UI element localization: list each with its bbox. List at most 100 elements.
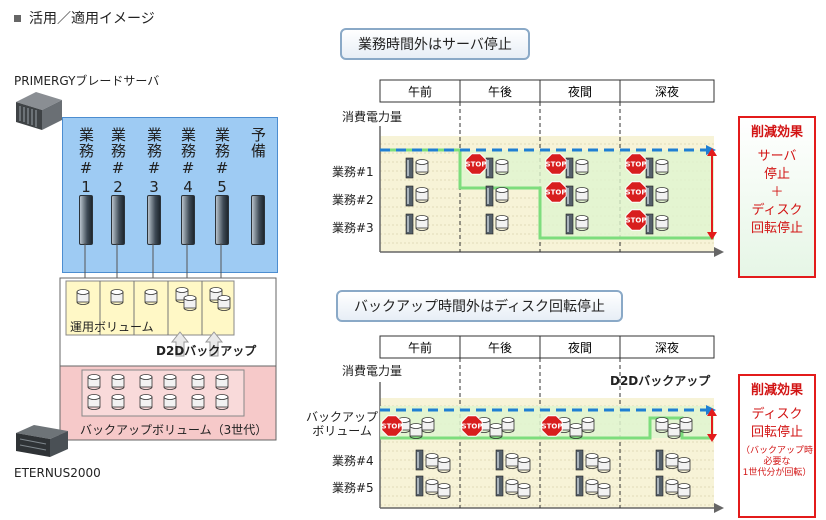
slot-label-3: 業務#3: [145, 127, 163, 197]
server-icon: [405, 157, 414, 179]
top-row-label: 業務#1: [332, 165, 374, 179]
effect-line: 回転停止: [750, 221, 803, 236]
svg-text:STOP: STOP: [542, 423, 563, 431]
disk-icon: [183, 295, 197, 311]
effect-line: サーバ: [757, 149, 797, 164]
stop-sign-icon: STOP: [381, 415, 403, 437]
disk-icon: [139, 374, 153, 390]
disk-icon: [495, 215, 509, 231]
svg-text:STOP: STOP: [626, 189, 647, 197]
disk-icon: [110, 289, 124, 305]
server-icon: [415, 475, 424, 497]
server-icon: [485, 185, 494, 207]
disk-icon: [191, 374, 205, 390]
slot-label-spare: 予備: [249, 127, 267, 159]
effect-note: 1世代分が回転）: [742, 468, 812, 478]
period-label: 深夜: [655, 340, 679, 355]
server-icon: [405, 185, 414, 207]
disk-icon: [415, 187, 429, 203]
disk-icon: [667, 423, 681, 439]
slot-label-4: 業務#4: [179, 127, 197, 197]
server-icon: [565, 185, 574, 207]
storage-diagram: [59, 243, 277, 441]
disk-icon: [495, 159, 509, 175]
effect-note: （バックアップ時: [740, 446, 813, 456]
disk-icon: [163, 394, 177, 410]
server-icon: [565, 157, 574, 179]
bottom-row-label: 業務#4: [332, 454, 374, 468]
disk-icon: [517, 483, 531, 499]
server-icon: [415, 449, 424, 471]
x-axis-arrow: [714, 503, 724, 513]
disk-icon: [575, 187, 589, 203]
disk-icon: [597, 457, 611, 473]
disk-icon: [76, 289, 90, 305]
disk-icon: [217, 295, 231, 311]
disk-icon: [677, 457, 691, 473]
blade-icon: [147, 195, 161, 245]
effect-line: ディスク: [751, 203, 803, 218]
disk-icon: [144, 289, 158, 305]
period-label: 深夜: [655, 84, 679, 99]
disk-icon: [585, 453, 599, 469]
disk-icon: [415, 215, 429, 231]
server-icon: [645, 213, 654, 235]
server-icon: [485, 157, 494, 179]
bottom-effect-box: 削減効果 ディスク 回転停止 （バックアップ時 必要な 1世代分が回転）: [738, 374, 816, 518]
bottom-d2d-label: D2Dバックアップ: [610, 374, 711, 388]
stop-sign-icon: STOP: [461, 415, 483, 437]
server-icon: [645, 185, 654, 207]
server-icon: [575, 475, 584, 497]
effect-line: 回転停止: [750, 425, 803, 440]
period-label: 午後: [488, 341, 512, 355]
disk-icon: [581, 417, 595, 433]
disk-icon: [111, 394, 125, 410]
blade-icon: [111, 195, 125, 245]
disk-icon: [415, 159, 429, 175]
stop-sign-icon: STOP: [545, 153, 567, 175]
svg-text:STOP: STOP: [546, 161, 567, 169]
disk-icon: [139, 394, 153, 410]
x-axis-arrow: [714, 247, 724, 257]
period-header: 午前 午後 夜間 深夜: [379, 335, 715, 359]
disk-icon: [421, 417, 435, 433]
slot-label-5: 業務#5: [213, 127, 231, 197]
server-icon: [405, 213, 414, 235]
disk-icon: [505, 453, 519, 469]
disk-icon: [665, 453, 679, 469]
blade-icon: [251, 195, 265, 245]
disk-icon: [495, 187, 509, 203]
svg-text:STOP: STOP: [626, 217, 647, 225]
disk-icon: [87, 374, 101, 390]
blade-icon: [181, 195, 195, 245]
disk-icon: [677, 483, 691, 499]
bullet-square-icon: [14, 14, 21, 22]
svg-text:STOP: STOP: [546, 189, 567, 197]
disk-icon: [111, 374, 125, 390]
svg-text:STOP: STOP: [462, 423, 483, 431]
d2d-backup-label: D2Dバックアップ: [156, 344, 257, 358]
ops-volume-label: 運用ボリューム: [70, 320, 154, 334]
svg-text:STOP: STOP: [626, 161, 647, 169]
disk-icon: [505, 479, 519, 495]
server-icon: [655, 475, 664, 497]
disk-icon: [437, 483, 451, 499]
top-row-label: 業務#2: [332, 193, 374, 207]
bottom-chart-title: バックアップ時間外はディスク回転停止: [336, 290, 624, 322]
effect-head: 削減効果: [750, 125, 803, 140]
period-label: 夜間: [568, 340, 592, 355]
storage-unit-icon: [16, 425, 68, 457]
effect-line: ディスク: [751, 407, 803, 422]
period-label: 午前: [408, 340, 432, 355]
top-row-label: 業務#3: [332, 221, 374, 235]
blade-chassis-icon: [16, 92, 62, 130]
disk-icon: [665, 479, 679, 495]
period-label: 午後: [488, 85, 512, 99]
server-icon: [565, 213, 574, 235]
period-label: 午前: [408, 84, 432, 99]
stop-sign-icon: STOP: [545, 181, 567, 203]
server-icon: [485, 213, 494, 235]
bottom-row-label: バックアップ ボリューム: [306, 410, 379, 438]
storage-title: ETERNUS2000: [14, 466, 101, 480]
heading-text: 活用／適用イメージ: [29, 11, 155, 27]
